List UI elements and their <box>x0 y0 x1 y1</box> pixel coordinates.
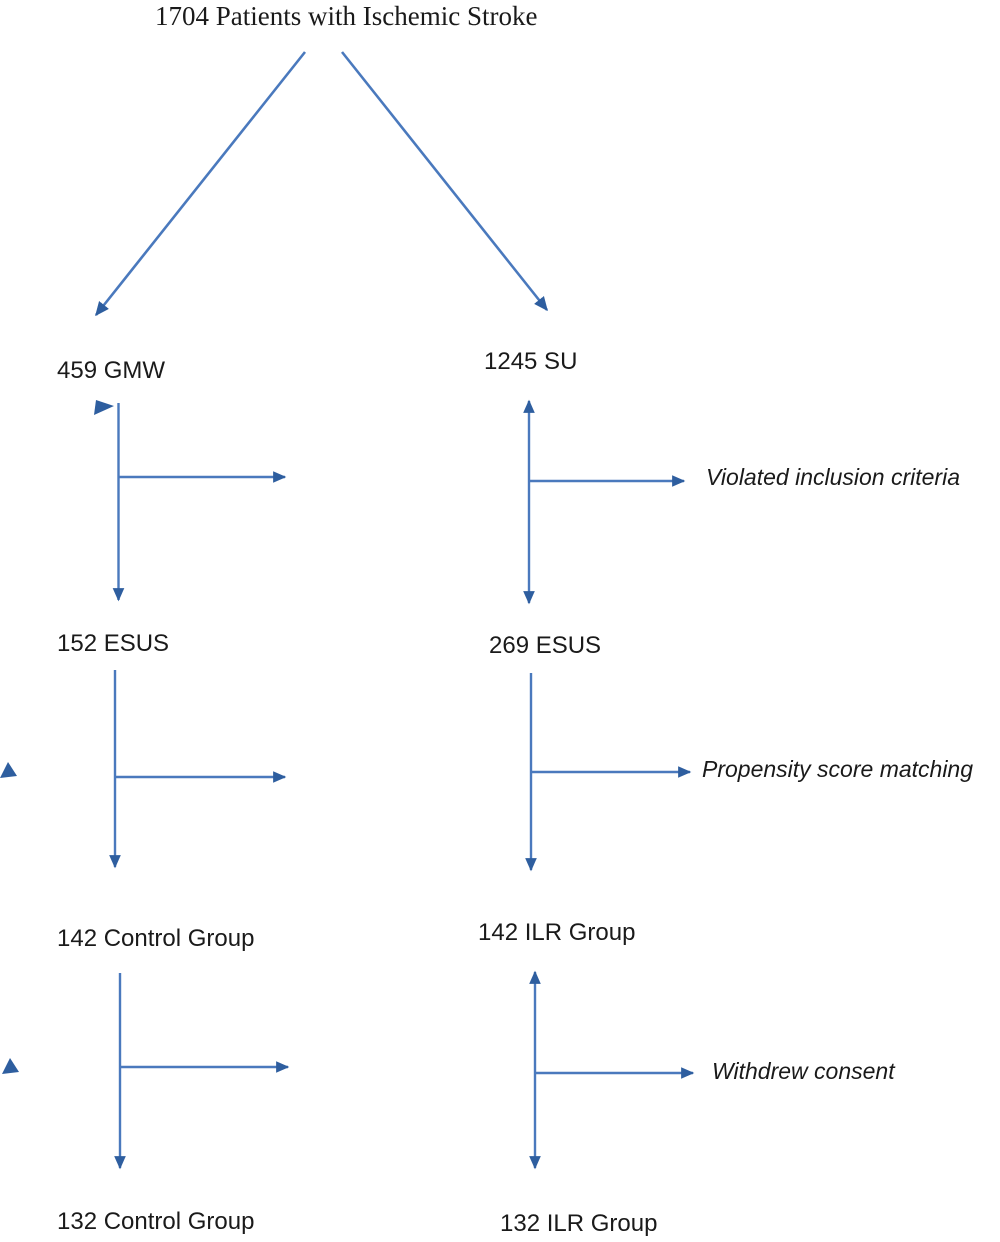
node-esus-right: 269 ESUS <box>489 632 602 659</box>
node-ilr-final: 132 ILR Group <box>500 1210 658 1237</box>
arrowhead-left-edge-2 <box>2 1058 19 1074</box>
annotation-propensity-matching: Propensity score matching <box>702 756 974 782</box>
node-su: 1245 SU <box>484 348 578 375</box>
node-esus-left: 152 ESUS <box>57 630 170 657</box>
arrow-root-to-gmw <box>94 51 307 317</box>
annotation-violated-inclusion: Violated inclusion criteria <box>706 464 960 490</box>
node-root: 1704 Patients with Ischemic Stroke <box>155 1 538 31</box>
node-control-final: 132 Control Group <box>57 1208 255 1235</box>
arrowhead-left-edge-1 <box>0 762 17 778</box>
node-ilr-mid: 142 ILR Group <box>478 919 636 946</box>
arrow-root-to-su <box>340 51 549 312</box>
annotation-withdrew-consent: Withdrew consent <box>712 1058 895 1084</box>
node-control-mid: 142 Control Group <box>57 925 255 952</box>
arrowhead-gmw-up <box>94 400 114 415</box>
node-gmw: 459 GMW <box>57 357 166 384</box>
